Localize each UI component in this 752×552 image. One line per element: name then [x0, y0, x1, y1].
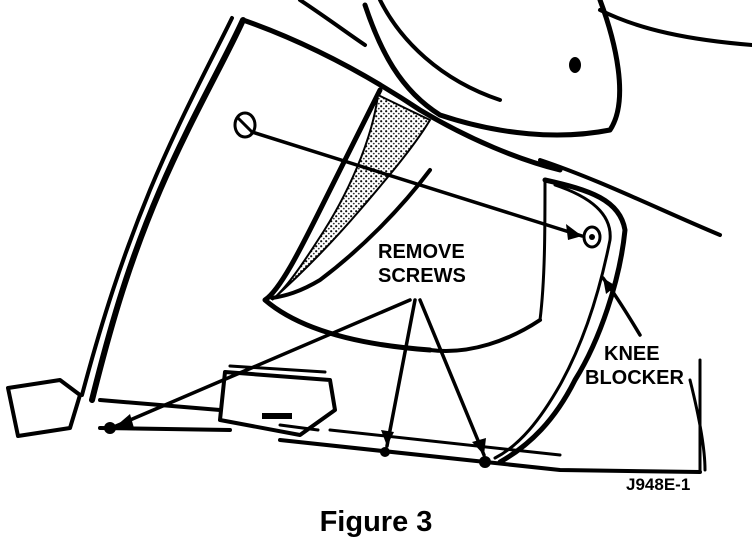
screw-upper-left-icon [233, 111, 257, 139]
leader-lines [114, 130, 642, 457]
figure-code: J948E-1 [626, 475, 690, 494]
center-bracket [218, 364, 337, 437]
screw-bottom-left-icon [104, 422, 116, 434]
figure-caption: Figure 3 [319, 506, 433, 538]
callout-knee-line1: KNEE [604, 343, 660, 365]
floor-trim [98, 358, 707, 474]
screw-bottom-right-icon [479, 456, 491, 468]
shaded-recess [271, 93, 432, 301]
knee-blocker-diagram: REMOVE SCREWS KNEE BLOCKER J948E-1 [6, 0, 752, 494]
knee-blocker-panel [428, 177, 628, 465]
screws [104, 111, 602, 468]
callout-remove-line1: REMOVE [378, 241, 465, 263]
left-floor-block [6, 378, 82, 438]
screw-knee-blocker-icon [582, 225, 602, 249]
screw-bottom-middle-icon [380, 447, 390, 457]
callout-remove-line2: SCREWS [378, 265, 466, 287]
dashboard-outline [80, 0, 752, 403]
callout-knee-line2: BLOCKER [585, 367, 684, 389]
